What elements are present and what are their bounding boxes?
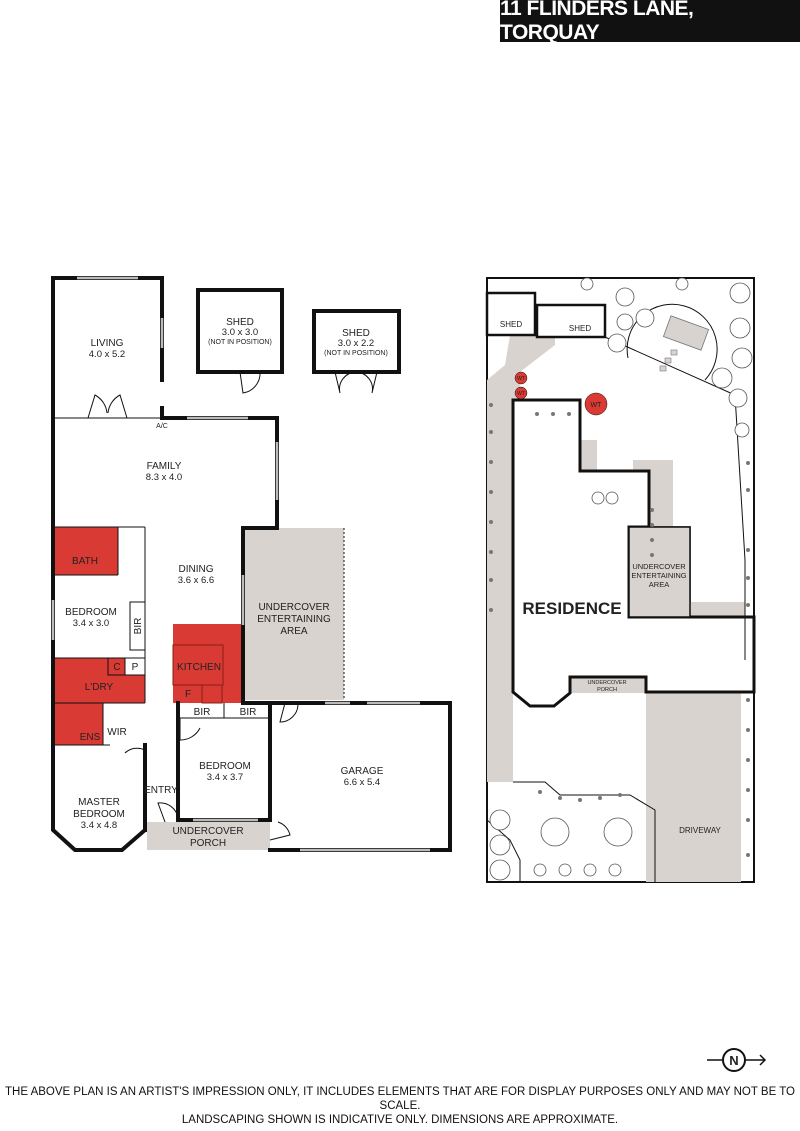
shed-1-label: SHED [226, 317, 254, 328]
residence-label: RESIDENCE [522, 599, 621, 618]
porch-label-2: PORCH [190, 838, 226, 849]
garage-label: GARAGE [341, 766, 384, 777]
cupboard-label: C [113, 662, 120, 673]
master-dims: 3.4 x 4.8 [81, 820, 117, 831]
bath-label: BATH [72, 556, 98, 567]
pantry-label: P [132, 662, 139, 673]
site-porch-label-2: PORCH [597, 687, 617, 693]
site-shed-2-label: SHED [569, 324, 591, 333]
site-shed-1 [485, 291, 537, 337]
shed-2-note: (NOT IN POSITION) [324, 350, 388, 357]
living-label: LIVING [91, 338, 124, 349]
bedroom-2-label: BEDROOM [65, 607, 117, 618]
family-dims: 8.3 x 4.0 [146, 472, 182, 483]
address-title: 11 FLINDERS LANE, TORQUAY [500, 0, 800, 44]
entry-label: ENTRY [144, 785, 178, 796]
garage-dims: 6.6 x 5.4 [344, 777, 380, 788]
driveway-label: DRIVEWAY [679, 826, 721, 835]
shed-2-dims: 3.0 x 2.2 [338, 338, 374, 349]
water-tank-label-1: WT [517, 376, 525, 382]
bedroom-3-label: BEDROOM [199, 761, 251, 772]
bir-2-label: BIR [194, 707, 211, 718]
bath-fill [53, 527, 118, 575]
bir-3-label: BIR [240, 707, 257, 718]
bir-1-label: BIR [133, 618, 144, 635]
disclaimer-line-1: THE ABOVE PLAN IS AN ARTIST'S IMPRESSION… [5, 1086, 795, 1112]
site-shed-1-label: SHED [500, 320, 522, 329]
living-dims: 4.0 x 5.2 [89, 349, 125, 360]
family-label: FAMILY [147, 461, 182, 472]
driveway-area [646, 692, 741, 882]
water-tank-label-3: WT [591, 402, 603, 409]
porch-label-1: UNDERCOVER [172, 826, 243, 837]
kitchen-label: KITCHEN [177, 662, 221, 673]
water-tanks: WT WT WT [514, 371, 608, 416]
site-entertaining-label-1: UNDERCOVER [632, 562, 686, 571]
disclaimer-line-2: LANDSCAPING SHOWN IS INDICATIVE ONLY. DI… [181, 1114, 619, 1126]
entertaining-area-fill [243, 528, 344, 700]
bedroom-2-dims: 3.4 x 3.0 [73, 618, 109, 629]
master-label-2: BEDROOM [73, 809, 125, 820]
wir-label: WIR [107, 727, 126, 738]
dining-label: DINING [179, 564, 214, 575]
water-tank-label-2: WT [517, 391, 525, 397]
site-entertaining-label-2: ENTERTAINING [631, 571, 686, 580]
floor-plan: A/C LIVING 4.0 x 5.2 FAMILY 8.3 x 4.0 DI… [51, 276, 452, 852]
site-plan: WT WT WT RESIDENCE SHED SHED UNDERCOVER … [485, 277, 756, 883]
north-compass-icon: N [707, 1048, 767, 1072]
entertaining-label-2: ENTERTAINING [257, 614, 331, 625]
shed-1-note: (NOT IN POSITION) [208, 339, 272, 346]
residence-outline [511, 398, 756, 708]
porch-fill [147, 822, 270, 850]
entertaining-label-3: AREA [280, 626, 308, 637]
disclaimer: THE ABOVE PLAN IS AN ARTIST'S IMPRESSION… [0, 1085, 800, 1127]
bedroom-3-dims: 3.4 x 3.7 [207, 772, 243, 783]
fridge-label: F [185, 689, 191, 700]
ensuite-fill [53, 703, 103, 745]
laundry-label: L'DRY [85, 682, 114, 693]
site-porch-label-1: UNDERCOVER [587, 680, 626, 686]
site-shed-2 [535, 303, 607, 339]
entertaining-label-1: UNDERCOVER [258, 602, 329, 613]
site-entertaining-label-3: AREA [649, 580, 669, 589]
dining-dims: 3.6 x 6.6 [178, 575, 214, 586]
shed-1-dims: 3.0 x 3.0 [222, 327, 258, 338]
ensuite-label: ENS [80, 732, 101, 743]
ac-label: A/C [156, 423, 168, 430]
shrubs [489, 403, 750, 857]
master-label-1: MASTER [78, 797, 120, 808]
kitchen-fill [173, 624, 243, 703]
shed-1 [196, 288, 284, 374]
trees [489, 277, 753, 881]
shed-2-label: SHED [342, 328, 370, 339]
compass-label: N [729, 1053, 738, 1068]
